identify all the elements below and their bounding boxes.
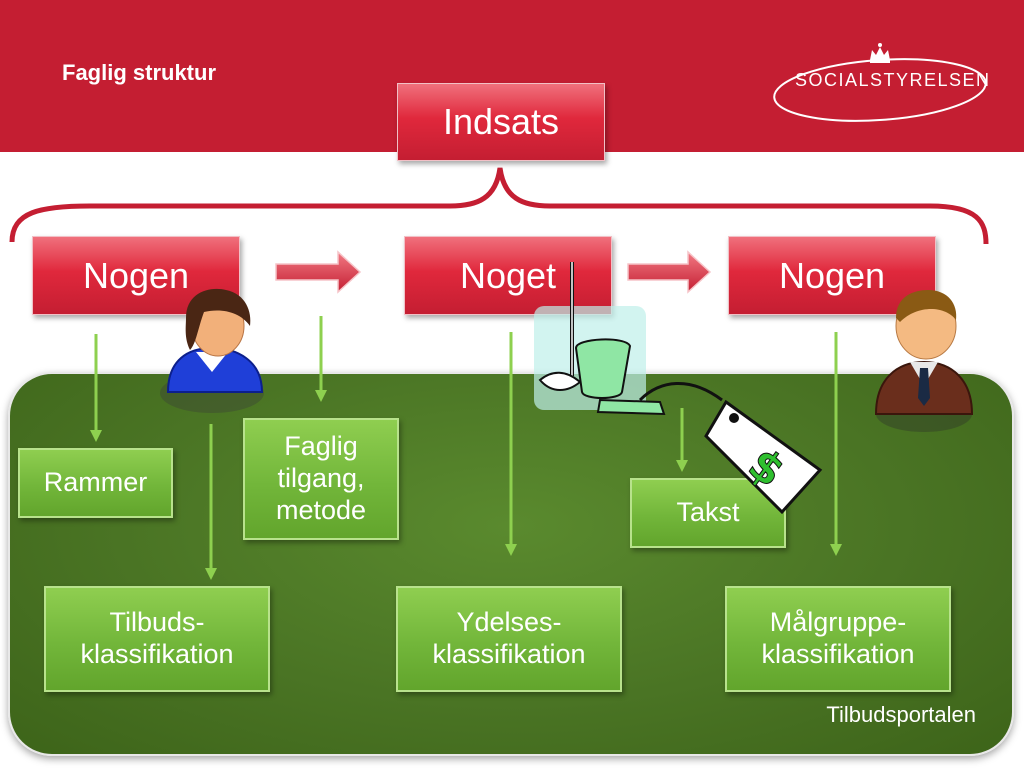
tilbudsportalen-label: Tilbudsportalen xyxy=(826,702,976,727)
noget-box: Noget xyxy=(404,236,612,315)
tilbuds-line-2: klassifikation xyxy=(80,639,234,669)
ydelses-klassifikation-box: Ydelses- klassifikation xyxy=(396,586,622,692)
slide-title: Faglig struktur xyxy=(62,60,217,85)
faglig-line-1: Faglig xyxy=(284,431,358,462)
faglig-line-3: metode xyxy=(275,494,367,525)
indsats-brace xyxy=(9,167,989,245)
socialstyrelsen-logo xyxy=(773,43,987,122)
maalgruppe-klassifikation-box: Målgruppe- klassifikation xyxy=(725,586,951,692)
faglig-line-2: tilgang, xyxy=(277,463,365,494)
rammer-box: Rammer xyxy=(18,448,173,518)
nogen-box-left: Nogen xyxy=(32,236,240,315)
nogen-box-right: Nogen xyxy=(728,236,936,315)
takst-box: Takst xyxy=(630,478,786,548)
tilbuds-line-1: Tilbuds- xyxy=(109,607,205,638)
maalgruppe-line-1: Målgruppe- xyxy=(769,607,907,638)
arrow-noget-to-nogen xyxy=(627,250,712,294)
faglig-tilgang-box: Faglig tilgang, metode xyxy=(243,418,399,540)
indsats-box: Indsats xyxy=(397,83,605,161)
takst-label: Takst xyxy=(676,497,740,528)
ydelses-line-2: klassifikation xyxy=(432,639,586,669)
crown-icon xyxy=(870,43,890,63)
maalgruppe-line-2: klassifikation xyxy=(761,639,915,669)
logo-text: SOCIALSTYRELSEN xyxy=(795,70,991,90)
ydelses-line-1: Ydelses- xyxy=(456,607,562,638)
rammer-label: Rammer xyxy=(43,467,148,498)
tilbuds-klassifikation-box: Tilbuds- klassifikation xyxy=(44,586,270,692)
arrow-nogen-to-noget xyxy=(275,250,362,294)
